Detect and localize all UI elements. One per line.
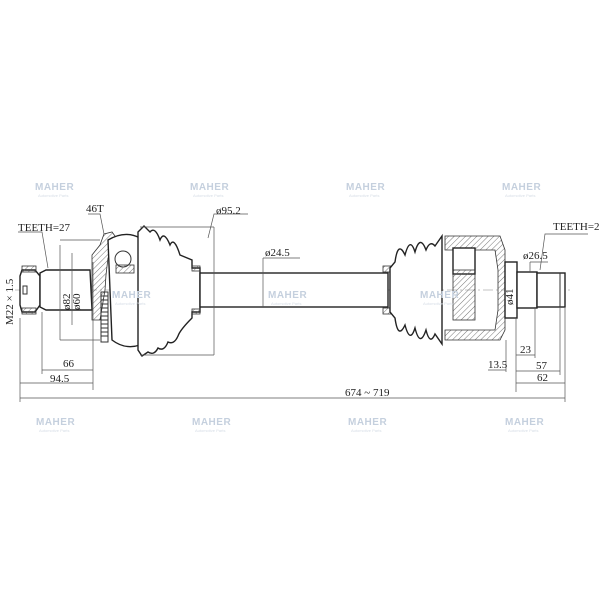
svg-text:Automotive Parts: Automotive Parts <box>349 193 379 198</box>
inner-tripod-joint <box>382 233 566 347</box>
svg-text:Automotive Parts: Automotive Parts <box>423 301 453 306</box>
label-13-5: 13.5 <box>488 359 508 371</box>
dimensions <box>18 213 588 402</box>
svg-text:Automotive Parts: Automotive Parts <box>38 193 68 198</box>
outer-boot <box>137 225 201 357</box>
cotter-pin <box>22 285 28 295</box>
svg-text:MAHER: MAHER <box>346 182 385 193</box>
label-seal-diameter: ø41 <box>504 289 516 306</box>
svg-text:Automotive Parts: Automotive Parts <box>508 428 538 433</box>
svg-text:Automotive Parts: Automotive Parts <box>115 301 145 306</box>
outer-cv-joint <box>19 225 201 357</box>
label-boot-diameter: ø95.2 <box>216 205 241 217</box>
label-62: 62 <box>537 372 548 384</box>
inner-stub <box>516 271 538 309</box>
svg-text:Automotive Parts: Automotive Parts <box>39 428 69 433</box>
svg-text:MAHER: MAHER <box>268 290 307 301</box>
svg-text:MAHER: MAHER <box>505 417 544 428</box>
inner-race <box>115 264 135 274</box>
svg-text:MAHER: MAHER <box>36 417 75 428</box>
svg-text:MAHER: MAHER <box>348 417 387 428</box>
label-23: 23 <box>520 344 532 356</box>
nut-section-top <box>21 265 37 273</box>
label-thread: M22 × 1.5 <box>4 278 16 325</box>
axle-shaft <box>199 272 389 308</box>
svg-text:MAHER: MAHER <box>420 290 459 301</box>
outer-housing <box>91 231 119 321</box>
label-flange-d1: ø82 <box>61 294 73 311</box>
inner-spline <box>536 272 566 308</box>
label-stub-diameter: ø26.5 <box>523 250 548 262</box>
label-abs-ring: 46T <box>86 203 104 215</box>
abs-ring <box>100 291 109 343</box>
label-94-5: 94.5 <box>50 373 70 385</box>
svg-text:Automotive Parts: Automotive Parts <box>351 428 381 433</box>
label-57: 57 <box>536 360 548 372</box>
label-shaft-diameter: ø24.5 <box>265 247 290 259</box>
nut-section-bottom <box>21 307 37 315</box>
label-total-length: 674 ~ 719 <box>345 387 390 399</box>
label-teeth-right: TEETH=25 <box>553 221 600 233</box>
tripod-spider <box>452 269 476 321</box>
inner-housing <box>444 235 506 341</box>
svg-text:Automotive Parts: Automotive Parts <box>195 428 225 433</box>
inner-boot <box>389 233 443 347</box>
svg-text:Automotive Parts: Automotive Parts <box>505 193 535 198</box>
label-66: 66 <box>63 358 75 370</box>
svg-text:MAHER: MAHER <box>190 182 229 193</box>
svg-text:MAHER: MAHER <box>192 417 231 428</box>
svg-text:MAHER: MAHER <box>112 290 151 301</box>
boot-clamp-top <box>191 265 201 272</box>
svg-text:MAHER: MAHER <box>35 182 74 193</box>
svg-text:Automotive Parts: Automotive Parts <box>193 193 223 198</box>
boot-clamp-bottom <box>191 308 201 315</box>
svg-text:Automotive Parts: Automotive Parts <box>271 301 301 306</box>
svg-text:MAHER: MAHER <box>502 182 541 193</box>
label-teeth-left: TEETH=27 <box>18 222 71 234</box>
label-flange-d2: ø60 <box>71 293 83 310</box>
